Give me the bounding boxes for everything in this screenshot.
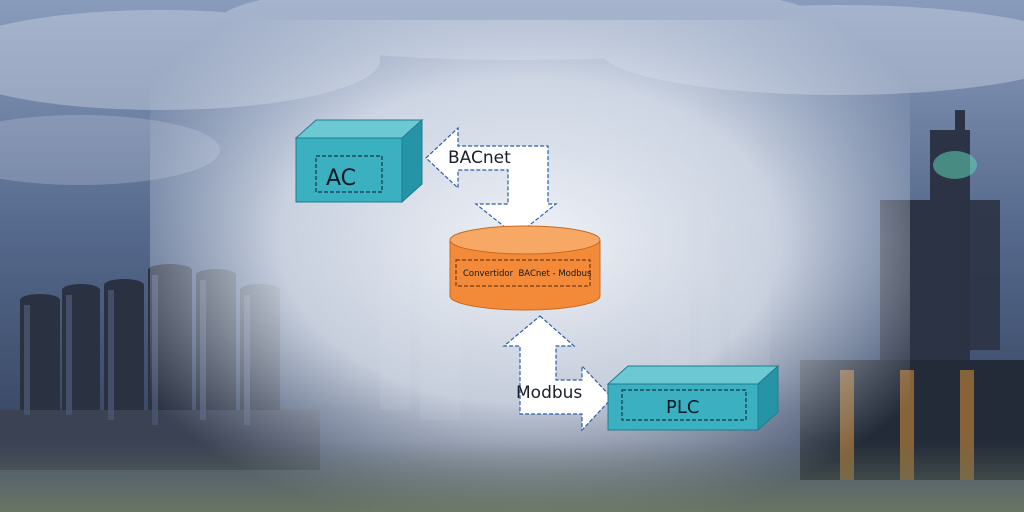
plc-label: PLC — [666, 397, 699, 418]
converter-label: Convertidor BACnet - Modbus — [463, 269, 592, 279]
tower-glow — [933, 151, 977, 179]
converter-cylinder: Convertidor BACnet - Modbus — [449, 225, 601, 311]
bacnet-arrow — [425, 126, 558, 237]
ac-label: AC — [326, 166, 356, 191]
bacnet-label: BACnet — [448, 148, 511, 168]
ground-vegetation — [0, 440, 1024, 512]
ac-box: AC — [294, 118, 424, 204]
modbus-label: Modbus — [516, 383, 582, 403]
plc-box: PLC — [606, 364, 780, 432]
